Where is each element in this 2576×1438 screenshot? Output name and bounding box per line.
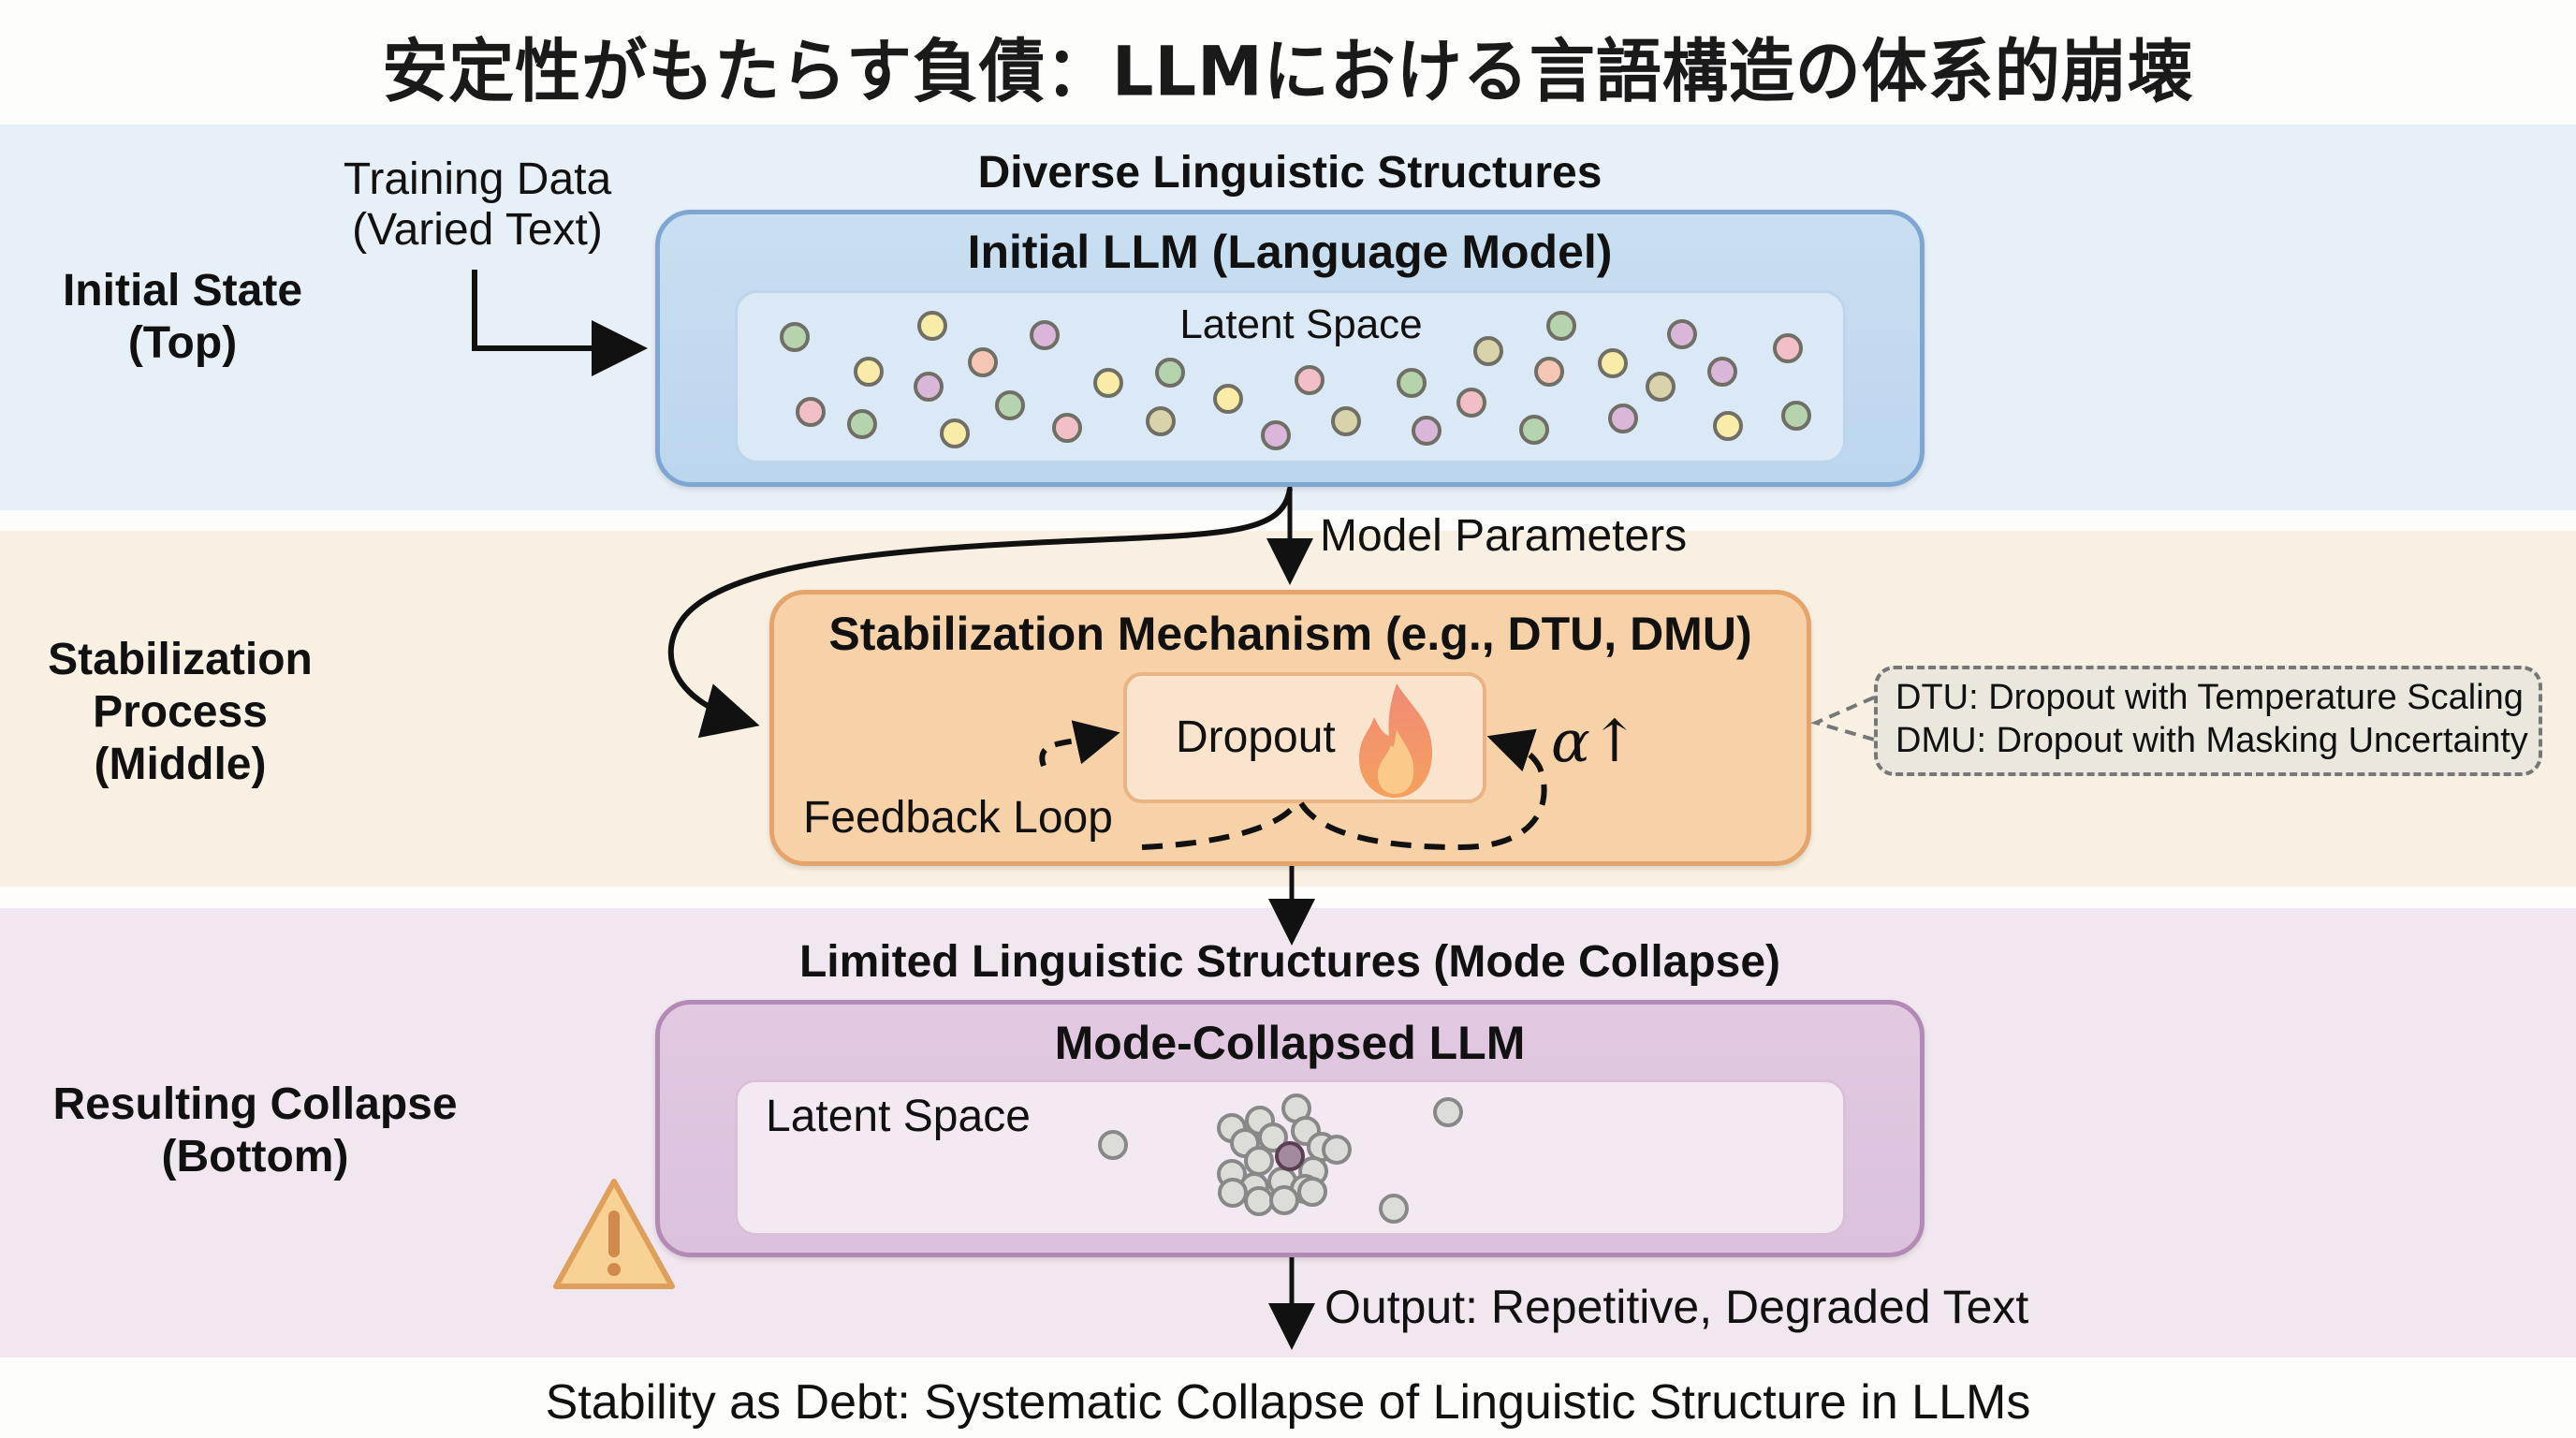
latent-point <box>1781 401 1811 431</box>
latent-point <box>854 357 884 387</box>
latent-point <box>1295 365 1325 395</box>
resulting-collapse-label: Resulting Collapse (Bottom) <box>19 1078 491 1183</box>
latent-point <box>1519 415 1549 445</box>
feedback-loop-left-up <box>1039 720 1120 768</box>
model-parameters-label: Model Parameters <box>1320 511 1688 561</box>
latent-point <box>1244 1186 1274 1216</box>
latent-point <box>1269 1185 1299 1215</box>
latent-point <box>1598 348 1628 378</box>
alpha-increase-label: α↑ <box>1551 707 1639 775</box>
latent-point <box>1379 1194 1409 1224</box>
stabilization-label-line1: Stabilization <box>48 635 313 684</box>
stabilization-label-line3: (Middle) <box>94 740 267 789</box>
tooltip-pointer <box>1810 696 1875 741</box>
stabilization-label-line2: Process <box>93 687 268 737</box>
latent-point <box>940 418 970 448</box>
collapsed-mode-point <box>1275 1141 1305 1171</box>
training-data-arrow <box>472 270 648 376</box>
latent-point <box>917 311 947 341</box>
latent-point <box>780 322 810 352</box>
stabilization-mechanism-title: Stabilization Mechanism (e.g., DTU, DMU) <box>828 608 1752 660</box>
acronym-tooltip <box>1874 666 2542 776</box>
latent-point <box>1608 404 1638 433</box>
latent-point <box>1773 333 1803 363</box>
latent-point <box>968 347 998 377</box>
latent-point <box>1667 319 1697 349</box>
fire-icon <box>1359 683 1432 798</box>
output-label: Output: Repetitive, Degraded Text <box>1325 1281 2029 1333</box>
latent-point <box>1244 1146 1274 1176</box>
latent-point <box>1297 1177 1327 1207</box>
initial-state-label-line1: Initial State <box>62 266 303 315</box>
resulting-collapse-line2: (Bottom) <box>161 1132 349 1181</box>
latent-point <box>1646 372 1676 402</box>
initial-state-label: Initial State (Top) <box>37 265 328 370</box>
training-data-line2: (Varied Text) <box>352 205 603 255</box>
acronym-tooltip-text: DTU: Dropout with Temperature Scaling DM… <box>1895 676 2528 762</box>
diverse-structures-heading: Diverse Linguistic Structures <box>977 148 1603 198</box>
latent-point <box>1155 358 1185 388</box>
latent-point <box>847 409 877 439</box>
latent-point <box>1456 388 1486 418</box>
latent-point <box>796 397 826 427</box>
latent-point <box>1331 406 1361 436</box>
latent-point <box>1258 1123 1288 1152</box>
diverse-latent-points <box>780 311 1811 450</box>
latent-point <box>1713 411 1743 441</box>
dropout-label: Dropout <box>1176 712 1336 762</box>
tooltip-dmu: DMU: Dropout with Masking Uncertainty <box>1895 721 2528 760</box>
latent-point <box>1534 357 1564 387</box>
latent-point <box>1213 384 1243 414</box>
feedback-loop-right <box>1298 728 1547 851</box>
mode-collapsed-title: Mode-Collapsed LLM <box>1054 1017 1526 1069</box>
latent-point <box>1030 320 1060 350</box>
collapsed-latent-points <box>1098 1093 1463 1224</box>
latent-point <box>1433 1097 1463 1127</box>
initial-llm-title: Initial LLM (Language Model) <box>967 226 1613 278</box>
figure-caption: Stability as Debt: Systematic Collapse o… <box>545 1375 2031 1430</box>
latent-point <box>995 390 1025 420</box>
latent-point <box>1707 357 1737 387</box>
training-data-label: Training Data (Varied Text) <box>318 154 637 256</box>
latent-point <box>1218 1178 1248 1208</box>
latent-point <box>1093 368 1123 398</box>
resulting-collapse-line1: Resulting Collapse <box>52 1079 458 1129</box>
feedback-loop-left <box>1141 801 1299 850</box>
initial-latent-label: Latent Space <box>1179 301 1423 347</box>
initial-state-label-line2: (Top) <box>127 318 238 368</box>
feedback-loop-label: Feedback Loop <box>803 793 1113 843</box>
latent-point <box>1473 336 1503 366</box>
latent-point <box>1412 416 1442 446</box>
tooltip-dtu: DTU: Dropout with Temperature Scaling <box>1895 678 2524 717</box>
stabilization-label: Stabilization Process (Middle) <box>19 634 342 791</box>
latent-point <box>1146 406 1176 436</box>
latent-point <box>1098 1130 1128 1160</box>
latent-point <box>1052 413 1082 443</box>
latent-point <box>1261 420 1291 450</box>
warning-icon <box>553 1179 675 1289</box>
stabilization-mechanism-box <box>769 590 1811 866</box>
training-data-line1: Training Data <box>343 154 612 204</box>
curved-feed-arrow <box>667 488 1293 739</box>
latent-point <box>1397 368 1427 398</box>
collapsed-latent-label: Latent Space <box>766 1092 1031 1141</box>
latent-point <box>1546 311 1576 341</box>
latent-point <box>1322 1135 1352 1165</box>
page-title: 安定性がもたらす負債：LLMにおける言語構造の体系的崩壊 <box>382 31 2194 112</box>
latent-point <box>914 372 944 402</box>
